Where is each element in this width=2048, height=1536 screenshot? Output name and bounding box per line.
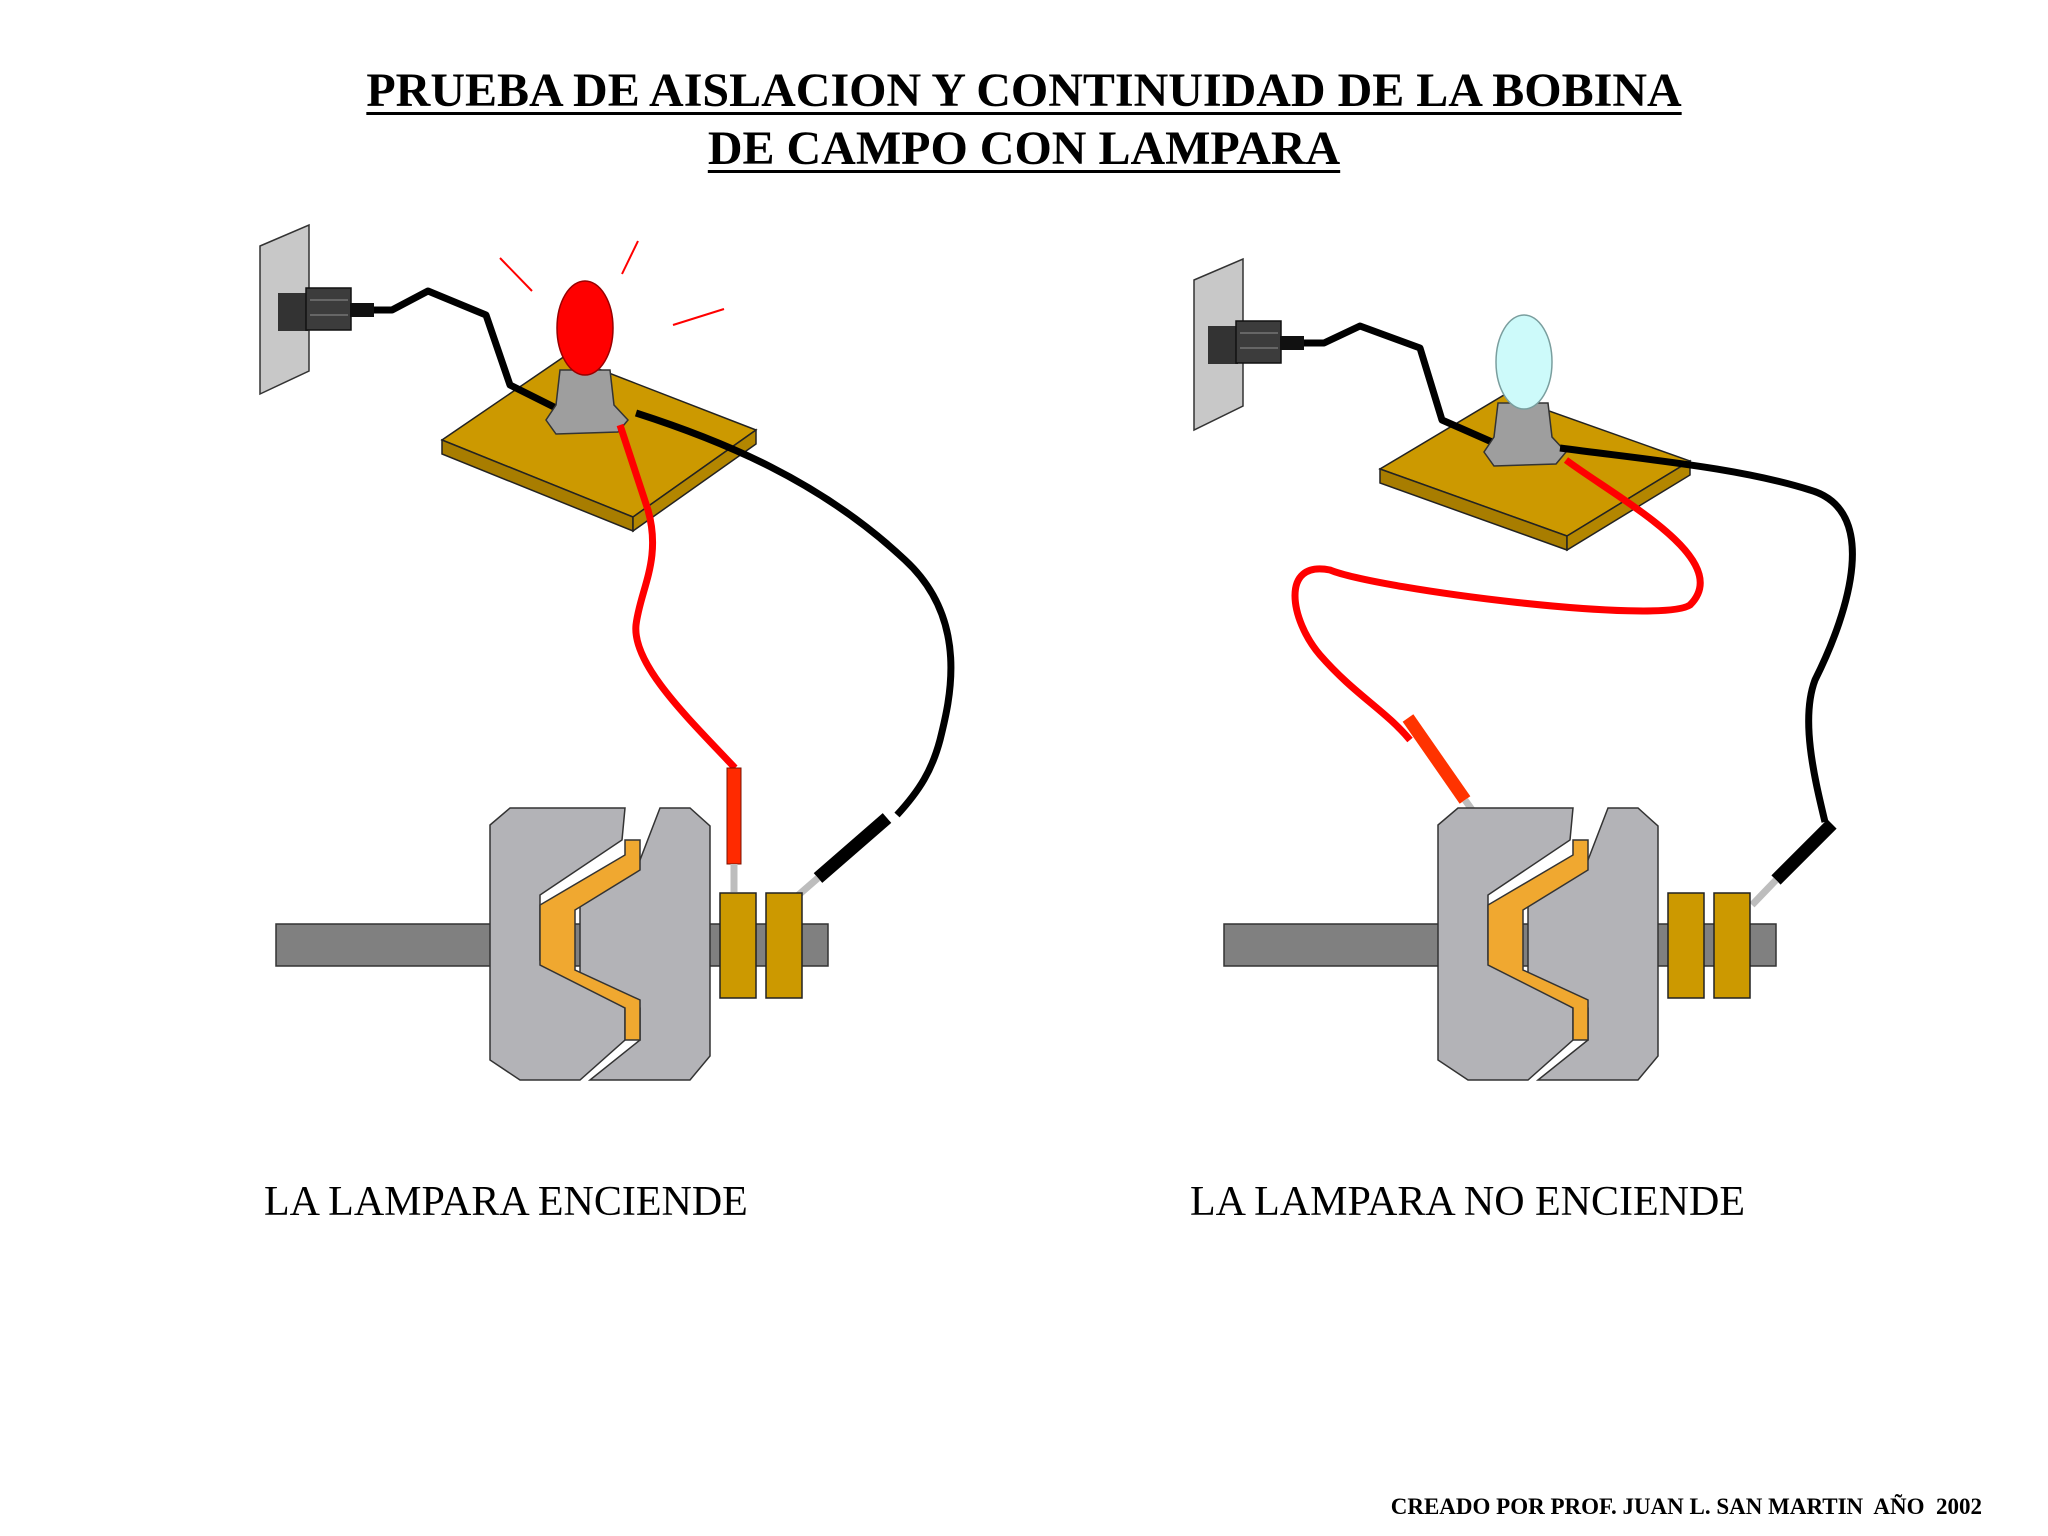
lamp-socket-left — [545, 369, 629, 435]
panel-right-lamp-off — [1193, 257, 1856, 1081]
field-coil-left — [539, 839, 641, 1041]
lamp-bulb-on — [556, 280, 614, 376]
page-title: PRUEBA DE AISLACION Y CONTINUIDAD DE LA … — [0, 62, 2048, 178]
title-line-2: DE CAMPO CON LAMPARA — [707, 122, 1341, 175]
caption-lamp-off: LA LAMPARA NO ENCIENDE — [1190, 1179, 1745, 1225]
lamp-socket-right — [1483, 402, 1567, 467]
field-coil-right — [1487, 839, 1589, 1041]
plug-right — [1208, 320, 1304, 364]
title-line-1: PRUEBA DE AISLACION Y CONTINUIDAD DE LA … — [366, 64, 1682, 117]
probe-black-left — [813, 813, 892, 883]
field-rotor-left — [275, 807, 829, 1081]
slip-ring-2-right — [1713, 892, 1751, 999]
wire-red-left — [616, 423, 738, 771]
field-rotor-right — [1223, 807, 1777, 1081]
probe-red-left — [726, 767, 742, 865]
plug-left — [278, 287, 374, 331]
credit-footer: CREADO POR PROF. JUAN L. SAN MARTIN AÑO … — [1390, 1494, 1982, 1519]
probe-red-right — [1402, 714, 1471, 804]
lamp-bulb-off — [1495, 314, 1553, 410]
wire-black-plug-right — [1304, 322, 1494, 446]
wire-red-right — [1291, 457, 1704, 743]
wire-black-lamp-left — [634, 409, 955, 818]
wire-black-lamp-right — [1559, 444, 1856, 823]
slip-ring-1-right — [1667, 892, 1705, 999]
wire-black-plug-left — [374, 287, 562, 414]
probe-black-right — [1771, 819, 1837, 885]
caption-lamp-on: LA LAMPARA ENCIENDE — [264, 1179, 748, 1225]
lamp-board-left — [440, 355, 758, 533]
panel-left-lamp-on — [259, 223, 955, 1081]
slip-ring-2-left — [765, 892, 803, 999]
slip-ring-1-left — [719, 892, 757, 999]
light-rays-icon — [499, 240, 725, 326]
